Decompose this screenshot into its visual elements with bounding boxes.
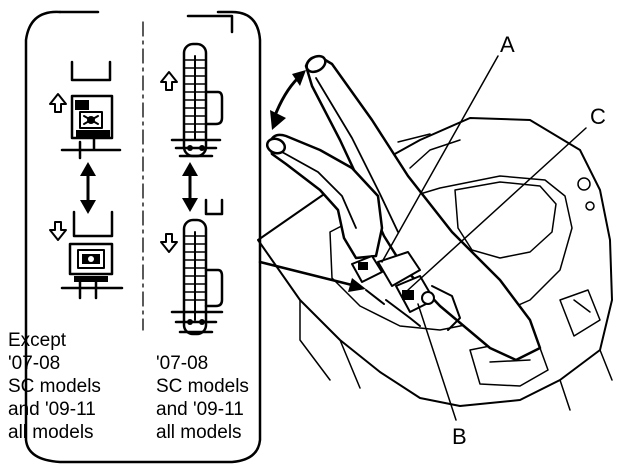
adjuster-mechanism: [351, 251, 461, 331]
callout-label-c: C: [590, 104, 606, 129]
center-console: [257, 117, 613, 411]
caption-right-line: and '09-11: [156, 399, 244, 420]
inset-panel: [24, 10, 262, 464]
caption-right: '07-08 SC models and '09-11 all models: [156, 353, 249, 443]
caption-left-line: all models: [8, 422, 94, 443]
movement-arrow-left: [80, 162, 96, 214]
callout-label-a: A: [500, 32, 515, 57]
release-up-arrow: [49, 93, 67, 113]
spring-rod-mechanism-lower: [170, 198, 224, 336]
apply-down-arrow-right: [160, 233, 178, 253]
callout-c-leader: [407, 127, 587, 291]
spring-rod-mechanism-upper: [170, 14, 234, 158]
caption-left: Except '07-08 SC models and '09-11 all m…: [8, 330, 101, 443]
caption-right-line: '07-08: [156, 353, 208, 374]
movement-arrow-right: [182, 162, 198, 212]
apply-down-arrow: [49, 221, 67, 241]
release-up-arrow-right: [160, 71, 178, 91]
caption-left-line: SC models: [8, 376, 101, 397]
callout-a-leader: [381, 55, 499, 263]
ratchet-mechanism-lower: [60, 210, 124, 300]
callout-label-b: B: [452, 424, 467, 449]
callout-b-leader: [417, 303, 457, 421]
ratchet-mechanism-upper: [60, 60, 122, 160]
lever-travel-arrow: [270, 70, 306, 130]
caption-left-line: Except: [8, 330, 67, 351]
caption-right-line: all models: [156, 422, 242, 443]
caption-left-line: and '09-11: [8, 399, 96, 420]
caption-left-line: '07-08: [8, 353, 60, 374]
brake-lever-lowered: [265, 133, 384, 260]
caption-right-line: SC models: [156, 376, 249, 397]
